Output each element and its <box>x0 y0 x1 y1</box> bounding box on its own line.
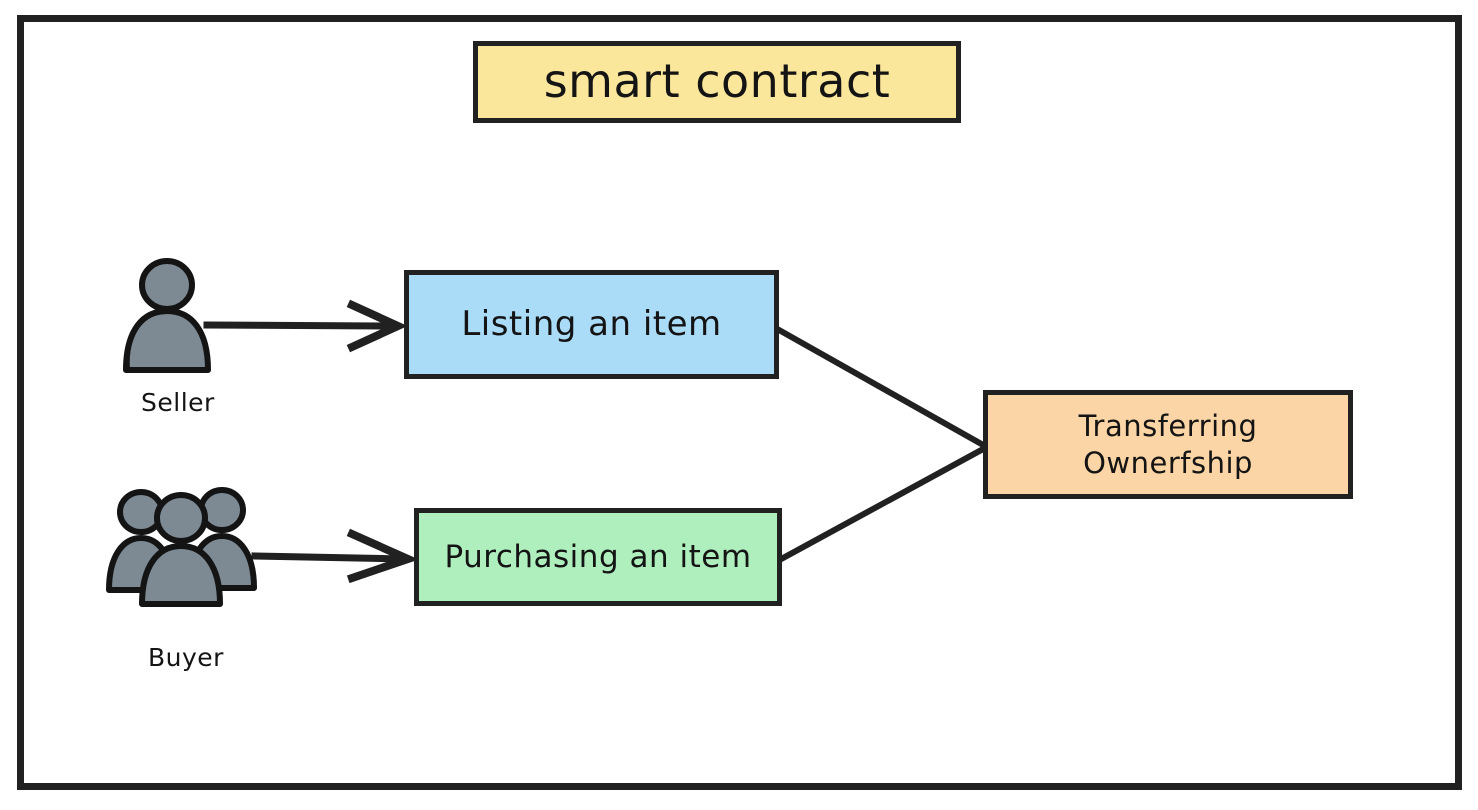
people-group-icon <box>104 486 264 607</box>
person-icon <box>112 258 222 373</box>
node-transferring-ownership[interactable]: Transferring Ownerfship <box>983 390 1353 499</box>
actor-label-seller: Seller <box>141 388 215 417</box>
node-purchasing-an-item[interactable]: Purchasing an item <box>414 508 782 606</box>
diagram-outer-frame <box>17 15 1462 790</box>
node-listing-an-item[interactable]: Listing an item <box>404 270 779 379</box>
node-smart-contract[interactable]: smart contract <box>473 41 961 123</box>
actor-label-buyer: Buyer <box>148 643 224 672</box>
